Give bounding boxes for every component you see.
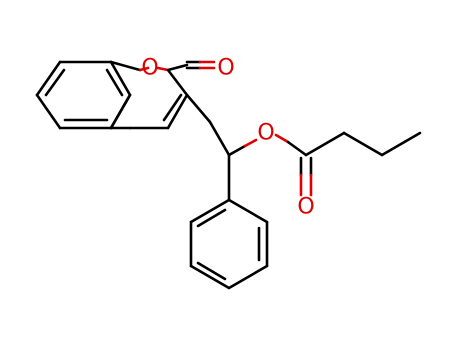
lactone-carbonyl-oxygen-label: O — [217, 56, 234, 81]
lactone-carbonyl — [166, 60, 216, 72]
butyrate-chain — [274, 131, 422, 197]
ring-oxygen-label: O — [141, 56, 158, 81]
methine-linker — [185, 93, 258, 202]
phenyl-ring — [189, 198, 269, 290]
ester-carbonyl-oxygen-label: O — [297, 195, 314, 220]
pyranone-ring — [109, 60, 189, 130]
atom-labels: O O O O — [141, 56, 314, 220]
ester-oxygen-label: O — [257, 121, 274, 146]
